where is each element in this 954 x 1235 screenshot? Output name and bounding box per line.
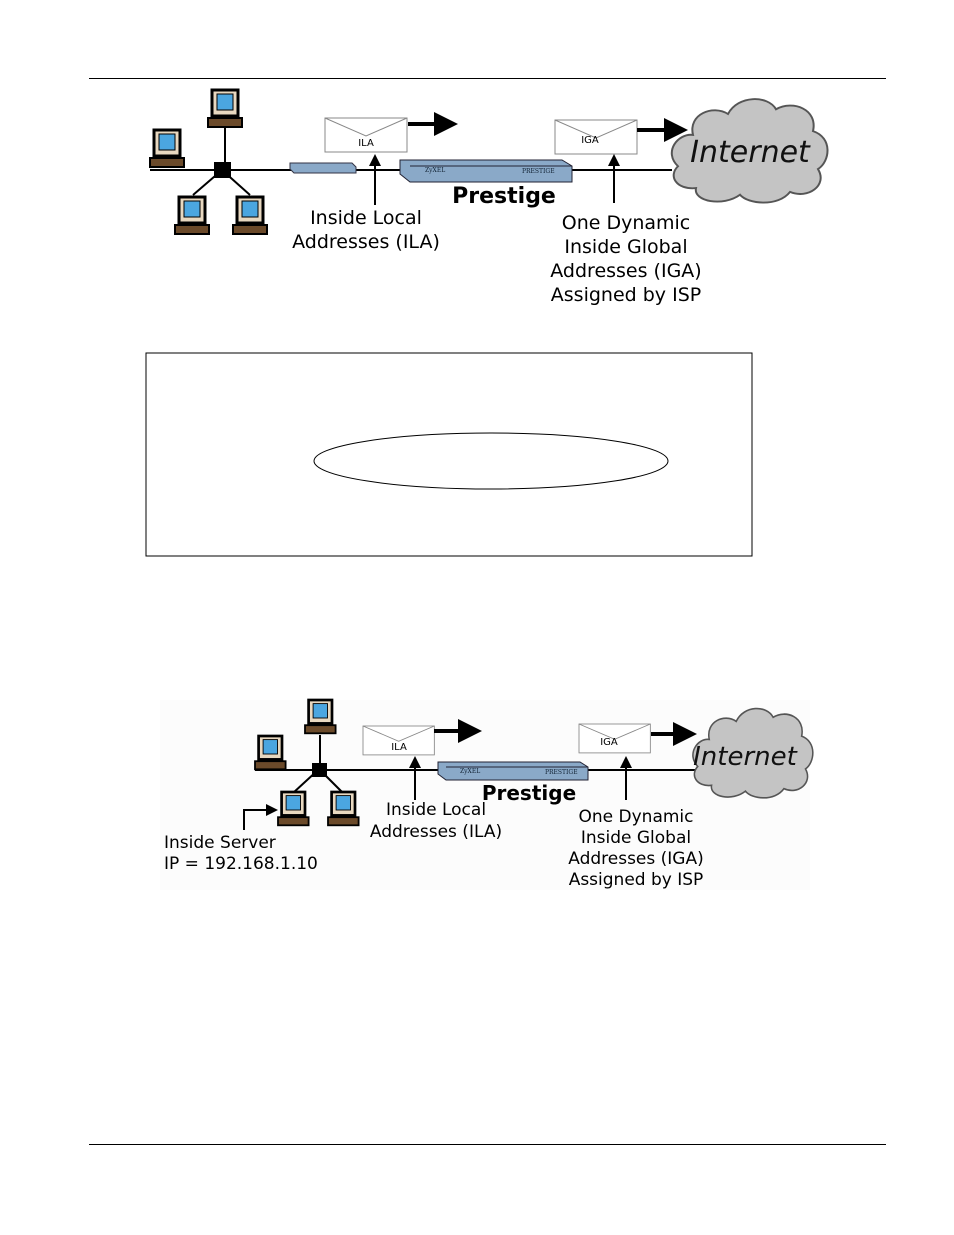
svg-text:One Dynamic: One Dynamic [562, 212, 691, 234]
computer-icon [206, 88, 244, 129]
switch-icon [289, 162, 357, 174]
svg-text:IP = 192.168.1.10: IP = 192.168.1.10 [164, 854, 318, 874]
computer-icon [173, 195, 211, 236]
router-icon: ZyXEL PRESTIGE [437, 761, 589, 781]
svg-text:PRESTIGE: PRESTIGE [522, 168, 555, 175]
hub-icon [312, 763, 327, 777]
svg-text:Inside Local: Inside Local [310, 207, 422, 229]
svg-text:Inside Global: Inside Global [564, 236, 687, 258]
hub-icon [214, 162, 231, 178]
svg-text:Inside Local: Inside Local [386, 800, 486, 820]
diagram-2-nat-inside-server: ILA ZyXEL PRESTIGE Prestige IGA Internet… [160, 698, 814, 890]
footer-rule [89, 1144, 886, 1145]
svg-text:Prestige: Prestige [452, 184, 556, 209]
svg-text:Addresses (ILA): Addresses (ILA) [370, 822, 502, 842]
server-pointer-arrow-icon [243, 804, 278, 830]
ellipse-shape [313, 432, 669, 490]
svg-text:IGA: IGA [600, 737, 618, 748]
svg-text:ILA: ILA [358, 138, 374, 149]
svg-text:ZyXEL: ZyXEL [460, 768, 480, 775]
computer-icon [303, 698, 337, 735]
computer-icon [148, 128, 186, 169]
header-rule [89, 78, 886, 79]
empty-figure-box [145, 352, 753, 557]
svg-text:Internet: Internet [693, 742, 798, 772]
diagram-1-nat-many-to-one: ILA ZyXEL PRESTIGE Prestige IGA Internet… [148, 88, 829, 306]
computer-icon [253, 734, 287, 771]
svg-text:ZyXEL: ZyXEL [425, 167, 445, 174]
svg-text:Internet: Internet [690, 135, 811, 170]
svg-text:Assigned by ISP: Assigned by ISP [569, 870, 704, 890]
svg-text:Prestige: Prestige [482, 781, 576, 805]
svg-text:Inside Server: Inside Server [164, 833, 276, 853]
svg-text:One Dynamic: One Dynamic [579, 807, 694, 827]
svg-text:Addresses (IGA): Addresses (IGA) [550, 260, 701, 282]
svg-text:Addresses (IGA): Addresses (IGA) [568, 849, 704, 869]
svg-text:PRESTIGE: PRESTIGE [545, 769, 578, 776]
inside-server-computer-icon [276, 790, 310, 827]
svg-text:IGA: IGA [581, 135, 599, 146]
computer-icon [231, 195, 269, 236]
svg-text:Inside Global: Inside Global [581, 828, 691, 848]
svg-text:Addresses (ILA): Addresses (ILA) [292, 231, 440, 253]
svg-text:ILA: ILA [391, 742, 407, 753]
svg-text:Assigned by ISP: Assigned by ISP [551, 284, 701, 306]
computer-icon [326, 790, 360, 827]
router-icon: ZyXEL PRESTIGE [399, 159, 573, 183]
